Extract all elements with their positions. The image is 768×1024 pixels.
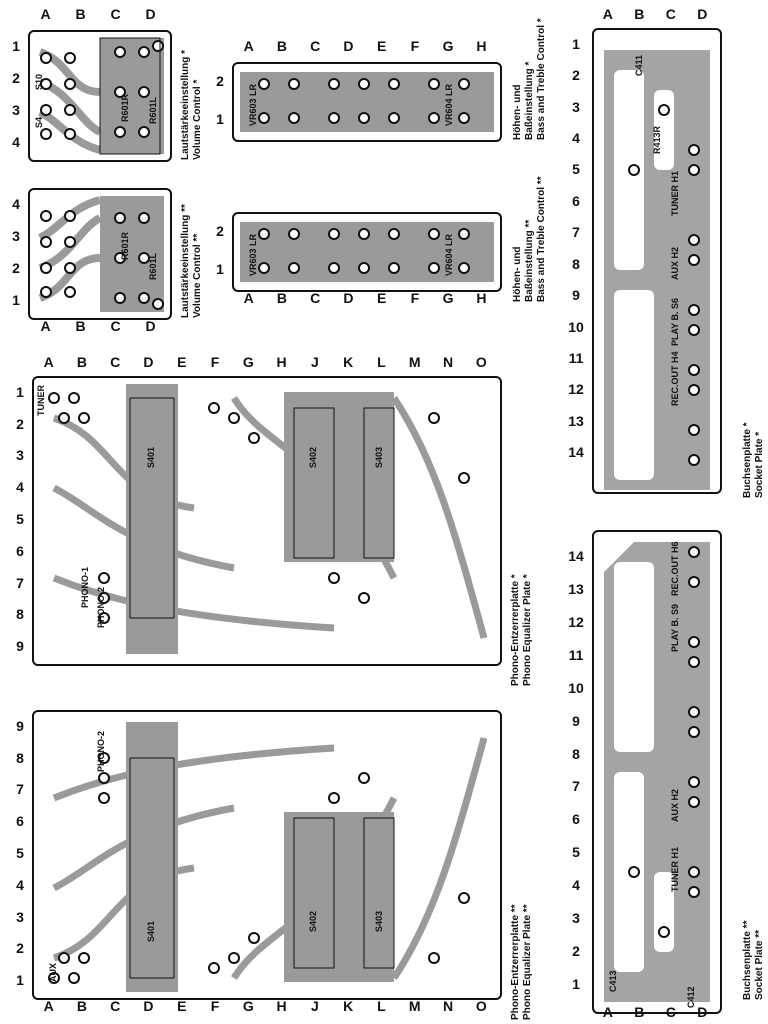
tone-board-star: VR603 LR VR604 LR xyxy=(232,62,502,142)
tuner-label: TUNER xyxy=(36,385,46,416)
volume-control-board-2star: R601R R601L xyxy=(28,188,172,320)
tuner-h1-label: TUNER H1 xyxy=(670,170,680,216)
volume-star-caption: Lautstärkeeinstellung *Volume Control * xyxy=(180,49,203,160)
phono-star-caption: Phono-Entzerrerplatte *Phono Equalizer P… xyxy=(510,574,533,686)
s401-label: S401 xyxy=(146,446,156,468)
playb-s9-label: PLAY B. S9 xyxy=(670,603,680,652)
r413r-label: R413R xyxy=(652,125,662,154)
phono-2star-traces xyxy=(48,722,488,992)
r601r-label: R601R xyxy=(120,93,130,122)
recout-h6-label: REC.OUT H6 xyxy=(670,541,680,596)
tone-2star-traces xyxy=(240,222,494,282)
c413-label: C413 xyxy=(608,970,618,992)
tone-star-traces xyxy=(240,72,494,132)
vr603-label: VR603 LR xyxy=(248,83,258,126)
vr603-label-2: VR603 LR xyxy=(248,233,258,276)
aux-h2-label: AUX H2 xyxy=(670,246,680,280)
phono-plate-star: S401 S402 S403 PHONO-1 PHONO-2 TUNER xyxy=(32,376,502,666)
r601l-label-2: R601L xyxy=(148,252,158,280)
s403-label: S403 xyxy=(374,446,384,468)
s402-label-2: S402 xyxy=(308,910,318,932)
socket-star-traces xyxy=(604,50,710,490)
phono2-label-2: PHONO-2 xyxy=(96,730,106,772)
volume-2star-caption: Lautstärkeeinstellung **Volume Control *… xyxy=(180,204,203,318)
phono-star-traces xyxy=(48,384,488,654)
s10-label: S10 xyxy=(34,73,44,90)
r601l-label: R601L xyxy=(148,96,158,124)
r601r-label-2: R601R xyxy=(120,231,130,260)
socket-plate-2star: REC.OUT H6 PLAY B. S9 AUX H2 TUNER H1 C4… xyxy=(592,530,722,1014)
tuner-h1-label-2: TUNER H1 xyxy=(670,846,680,892)
c411-label: C411 xyxy=(634,54,644,76)
volume-2star-traces xyxy=(38,196,164,312)
volume-board-traces xyxy=(38,37,164,155)
s401-label-2: S401 xyxy=(146,920,156,942)
socket-2star-traces xyxy=(604,542,710,1002)
socket-plate-star: TUNER H1 AUX H2 PLAY B. S6 REC.OUT H4 C4… xyxy=(592,28,722,494)
s403-label-2: S403 xyxy=(374,910,384,932)
phono2-label: PHONO-2 xyxy=(96,586,106,628)
tone-board-2star: VR603 LR VR604 LR xyxy=(232,212,502,292)
phono-2star-caption: Phono-Entzerrerplatte **Phono Equalizer … xyxy=(510,904,533,1020)
phono1-label: PHONO-1 xyxy=(80,566,90,608)
s402-label: S402 xyxy=(308,446,318,468)
vr604-label: VR604 LR xyxy=(444,83,454,126)
aux-h2-label-2: AUX H2 xyxy=(670,788,680,822)
playb-s6-label: PLAY B. S6 xyxy=(670,297,680,346)
s4-label: S4 xyxy=(34,116,44,128)
vr604-label-2: VR604 LR xyxy=(444,233,454,276)
volume-control-board-star: R601R R601L S10 S4 xyxy=(28,30,172,162)
socket-2star-caption: Buchsenplatte **Socket Plate ** xyxy=(742,920,765,1000)
recout-h4-label: REC.OUT H4 xyxy=(670,351,680,406)
socket-star-caption: Buchsenplatte *Socket Plate * xyxy=(742,422,765,498)
phono-plate-2star: S401 S402 S403 PHONO-2 AUX xyxy=(32,710,502,1000)
aux-label: AUX xyxy=(48,962,58,982)
